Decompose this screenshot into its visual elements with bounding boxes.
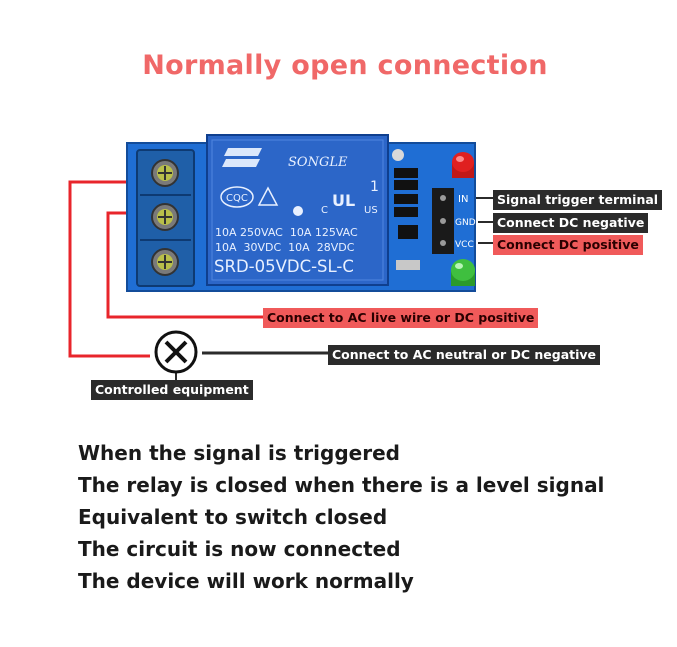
screw-1 (151, 159, 179, 187)
pin-gnd-label: GND (455, 218, 476, 228)
cqc-mark-icon (220, 186, 254, 208)
smd-components (392, 149, 420, 270)
led-power-indicator-icon (293, 206, 303, 216)
num-mark: 1 (370, 179, 379, 195)
green-led-icon (451, 259, 475, 286)
wire-nc-terminal (68, 180, 150, 358)
label-controlled-equipment: Controlled equipment (91, 380, 253, 400)
screw-3 (151, 248, 179, 276)
label-signal-trigger: Signal trigger terminal (493, 190, 663, 210)
screw-2 (151, 203, 179, 231)
pin-header (432, 188, 454, 254)
red-led-icon (452, 152, 474, 178)
cert-left: CQC (226, 193, 248, 204)
c-mark: C (321, 205, 328, 216)
controlled-equipment-icon (154, 330, 198, 374)
relay-spec-line2: 10A 30VDC 10A 28VDC (215, 241, 355, 254)
cert-right: US (364, 205, 378, 216)
text-line: When the signal is triggered (78, 441, 400, 465)
text-line: The device will work normally (78, 569, 414, 593)
songle-logo-icon (222, 148, 262, 167)
warning-triangle-icon (257, 186, 279, 206)
page-title: Normally open connection (142, 50, 548, 81)
pin-in-label: IN (458, 194, 468, 205)
text-line: The relay is closed when there is a leve… (78, 473, 605, 497)
relay-model: SRD-05VDC-SL-C (214, 257, 354, 276)
relay-brand: SONGLE (288, 155, 348, 170)
explanation-text: When the signal is triggered The relay i… (78, 437, 604, 597)
ul-mark-icon: UL (332, 191, 355, 210)
relay-spec-line1: 10A 250VAC 10A 125VAC (215, 226, 358, 239)
wire-common-terminal (106, 211, 264, 319)
label-dc-negative: Connect DC negative (493, 213, 649, 233)
text-line: The circuit is now connected (78, 537, 401, 561)
label-dc-positive: Connect DC positive (493, 235, 643, 255)
relay-module: SONGLE CQC C UL 1 US 10A 250VAC 10A 125V… (126, 134, 476, 292)
pin-vcc-label: VCC (455, 240, 474, 250)
label-ac-neutral: Connect to AC neutral or DC negative (328, 345, 601, 365)
label-ac-live: Connect to AC live wire or DC positive (263, 308, 539, 328)
text-line: Equivalent to switch closed (78, 505, 388, 529)
